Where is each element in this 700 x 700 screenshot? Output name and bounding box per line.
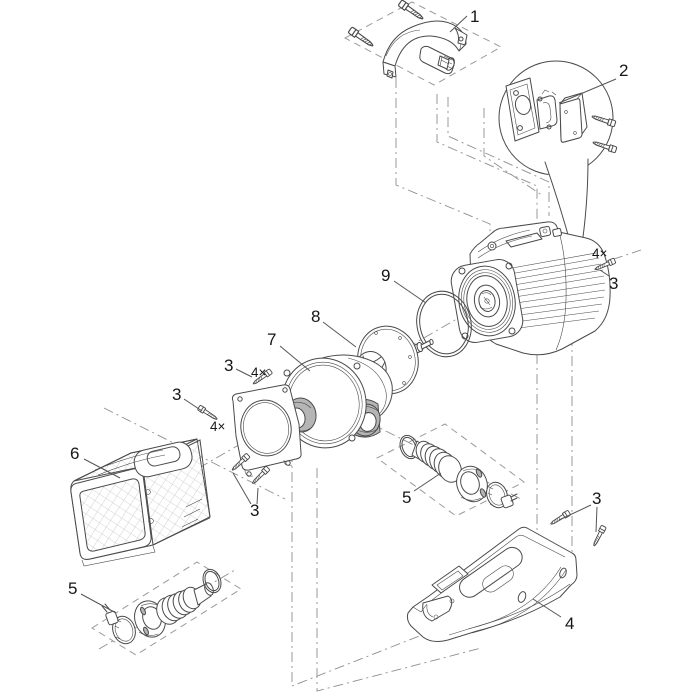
screw-icon xyxy=(397,0,426,23)
motor-ribs xyxy=(507,252,606,329)
qty-motor-label: 4× xyxy=(592,246,607,261)
part-2-balloon-group: 2 xyxy=(498,60,628,252)
leader-line-9 xyxy=(393,280,427,304)
leader-line-8 xyxy=(322,321,357,348)
leader-line-5-right xyxy=(413,472,442,492)
callout-5-left-label: 5 xyxy=(68,579,77,598)
screw-icon xyxy=(590,113,617,128)
hose-clamp xyxy=(101,603,136,645)
motor-body-group xyxy=(450,221,611,356)
union-nut xyxy=(456,465,488,503)
cable-clamp-parts xyxy=(505,77,618,154)
flange-ring-group: 3 4× 3 4× 3 xyxy=(172,356,302,520)
callout-3-flange-left-label: 3 xyxy=(172,385,181,404)
callout-2-label: 2 xyxy=(619,61,628,80)
part-5-right-dashed-box xyxy=(376,423,525,517)
part-4-foot-group: 4 3 xyxy=(406,489,607,642)
part-5-right-kit-group: 5 xyxy=(376,423,525,517)
part-1-dashed-box xyxy=(343,1,503,86)
screw-icon xyxy=(591,139,618,154)
callout-1-label: 1 xyxy=(470,7,479,26)
leader-line-7 xyxy=(279,345,311,372)
callout-9-label: 9 xyxy=(381,266,390,285)
cage-top-panel xyxy=(133,441,193,478)
motor-top-mounts xyxy=(487,225,562,251)
hose-clamp xyxy=(486,481,518,509)
part-5-left-kit-group: 5 xyxy=(68,561,242,656)
hose-tail xyxy=(156,582,214,625)
screw-icon xyxy=(591,524,607,548)
callout-6-label: 6 xyxy=(70,444,79,463)
callout-3-foot-label: 3 xyxy=(592,489,601,508)
hose-tail xyxy=(411,440,462,483)
leader-line-2 xyxy=(558,78,617,104)
oring-small xyxy=(202,568,222,594)
leader-line-1 xyxy=(449,15,468,33)
callout-4-label: 4 xyxy=(565,614,574,633)
foot-nose-details xyxy=(412,565,469,622)
callout-3-motor-label: 3 xyxy=(609,274,618,293)
screw-icon xyxy=(549,509,572,527)
part-1-handle-group: 1 xyxy=(343,0,503,86)
motor-front-flange xyxy=(450,259,524,343)
qty-flange-top-label: 4× xyxy=(251,365,266,380)
callout-5-right-label: 5 xyxy=(402,488,411,507)
leader-line-4 xyxy=(532,598,562,618)
callout-8-label: 8 xyxy=(311,307,320,326)
part-6-cage-group: 6 xyxy=(70,438,211,567)
handle xyxy=(382,20,468,79)
leader-line-5-left xyxy=(80,593,117,614)
part-5-left-dashed-box xyxy=(91,561,242,656)
callout-3-flange-bottom-label: 3 xyxy=(250,501,259,520)
motor-screw-callout: 4× 3 xyxy=(592,246,618,293)
part-9-oring-group: 9 xyxy=(381,266,472,358)
qty-flange-left-label: 4× xyxy=(210,419,225,434)
callout-7-label: 7 xyxy=(267,330,276,349)
callout-3-flange-top-label: 3 xyxy=(224,356,233,375)
handle-latch xyxy=(419,45,455,75)
screw-icon xyxy=(347,26,376,50)
leader-line-6 xyxy=(83,458,121,479)
